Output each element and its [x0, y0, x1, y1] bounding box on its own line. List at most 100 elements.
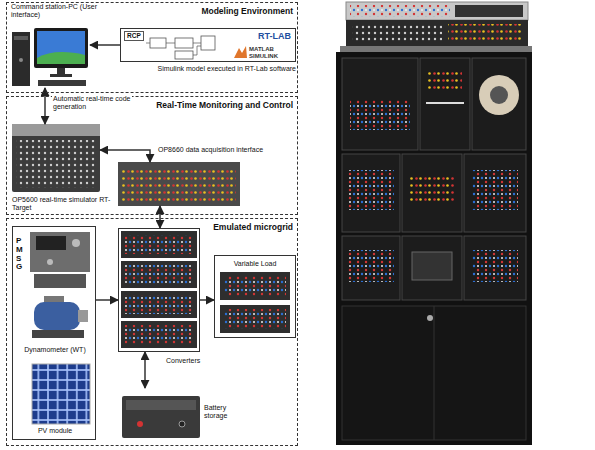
rack-panel — [402, 236, 462, 300]
generation-box: PMSG Dynamometer (WT) PV module — [12, 226, 96, 440]
rack-top-unit — [346, 2, 528, 20]
panel-meter — [412, 252, 452, 280]
simulator-chassis — [12, 124, 100, 192]
rack-top-jacks — [350, 5, 450, 17]
device-label: Converters — [166, 357, 226, 365]
motor-shaft — [78, 310, 88, 322]
panel-jacks — [348, 170, 394, 210]
section-title: Real-Time Monitoring and Control — [127, 100, 293, 110]
connector-arrow — [90, 44, 120, 46]
daq-chassis — [118, 162, 240, 206]
load-unit — [220, 305, 290, 333]
panel-jacks — [348, 250, 394, 282]
connector-arrow — [100, 150, 150, 162]
pc-monitor — [34, 28, 88, 68]
converters-illustration — [121, 231, 197, 348]
rack-top-panel — [455, 5, 523, 17]
battery-terminal — [137, 421, 143, 427]
pmsg-knob — [72, 239, 80, 247]
rack-motor-hub — [490, 86, 508, 104]
daq-jacks — [122, 166, 236, 202]
converter-unit — [121, 291, 197, 318]
rack-shelf — [340, 46, 532, 52]
op5600-illustration — [12, 124, 100, 192]
pc-stand-base — [50, 74, 72, 77]
cabinet-keyhole — [427, 315, 433, 321]
rack-panel — [464, 154, 526, 232]
connector-arrow — [144, 352, 146, 388]
panel-jacks — [428, 72, 462, 90]
connector-arrow — [96, 299, 118, 301]
rack-daq-unit — [346, 20, 528, 46]
device-label: Command station-PC (User interface) — [11, 3, 107, 19]
pmsg-base — [34, 274, 86, 288]
device-label: Battery storage — [204, 404, 250, 420]
caption-text: Simulink model executed in RT-Lab softwa… — [101, 65, 296, 73]
pmsg-illustration — [30, 232, 90, 288]
simulator-top — [12, 124, 100, 136]
matlab-logo-text: MATLAB — [249, 46, 294, 53]
op8660-illustration — [118, 162, 240, 206]
pc-screen — [37, 31, 85, 64]
rack-panel — [342, 236, 400, 300]
rack-panel — [342, 154, 400, 232]
device-label: PV module — [16, 427, 94, 435]
edge-label: Automatic real-time code generation — [52, 95, 132, 111]
pmsg-display — [36, 236, 66, 250]
pmsg-box — [30, 232, 90, 272]
simulink-logo-text: SIMULINK — [249, 53, 294, 60]
load-jacks — [224, 276, 286, 296]
rcp-tag: RCP — [124, 31, 144, 41]
section-title: Emulated microgrid — [157, 222, 293, 232]
connector-arrow — [200, 299, 214, 301]
rack-panel — [472, 58, 526, 150]
device-label: Variable Load — [215, 260, 295, 268]
rack-panel — [402, 154, 462, 232]
pc-tower — [12, 32, 30, 86]
daq-interface: OP8660 data acquisition interface — [118, 162, 240, 206]
battery-unit: Battery storage — [118, 388, 250, 442]
dynamometer-unit: Dynamometer (WT) — [16, 296, 94, 356]
battery-top — [126, 400, 196, 410]
simulink-model-illustration — [146, 36, 247, 59]
rack-motor — [479, 75, 519, 115]
lab-rack-photo — [336, 2, 532, 445]
rcp-box: RCPRT-LABMATLABSIMULINKSimulink model ex… — [120, 28, 296, 62]
panel-jacks — [350, 100, 410, 130]
device-label: OP8660 data acquisition interface — [158, 146, 296, 154]
converter-jacks — [125, 295, 193, 314]
rack-panel — [420, 58, 470, 150]
section-band: Emulated microgridPMSG Dynamometer (WT) PV… — [6, 218, 298, 446]
pv-module-unit: PV module — [16, 360, 94, 438]
vertical-label: PMSG — [16, 237, 24, 272]
model-block — [201, 36, 215, 50]
simulator-jacks — [16, 140, 96, 188]
battery-terminal — [179, 421, 185, 427]
panel-strip — [426, 102, 464, 104]
pc-stand — [57, 68, 65, 75]
simulator-unit: OP5600 real-time simulator RT-Target — [12, 124, 100, 192]
pc-button — [19, 58, 23, 62]
panel-jacks — [410, 174, 454, 204]
converter-jacks — [125, 235, 193, 254]
screen-hill — [37, 52, 85, 64]
model-block — [175, 38, 193, 48]
pmsg-knob — [47, 259, 53, 265]
converter-jacks — [125, 265, 193, 284]
dynamometer-illustration — [32, 296, 88, 338]
converter-jacks — [125, 325, 193, 344]
rack-lower-cabinet — [342, 306, 526, 440]
connector-arrow — [159, 206, 161, 228]
pc-keyboard — [38, 80, 86, 86]
rack-daq-jacks — [448, 24, 522, 42]
battery-case — [122, 396, 200, 438]
motor-body — [34, 302, 80, 330]
cabinet-door-split — [434, 306, 435, 440]
connector-arrow — [44, 88, 46, 124]
pc-station: Command station-PC (User interface) — [10, 26, 90, 88]
panel-jacks — [472, 170, 518, 210]
device-label: Dynamometer (WT) — [16, 346, 94, 354]
load-jacks — [224, 309, 286, 329]
model-block — [175, 51, 193, 59]
